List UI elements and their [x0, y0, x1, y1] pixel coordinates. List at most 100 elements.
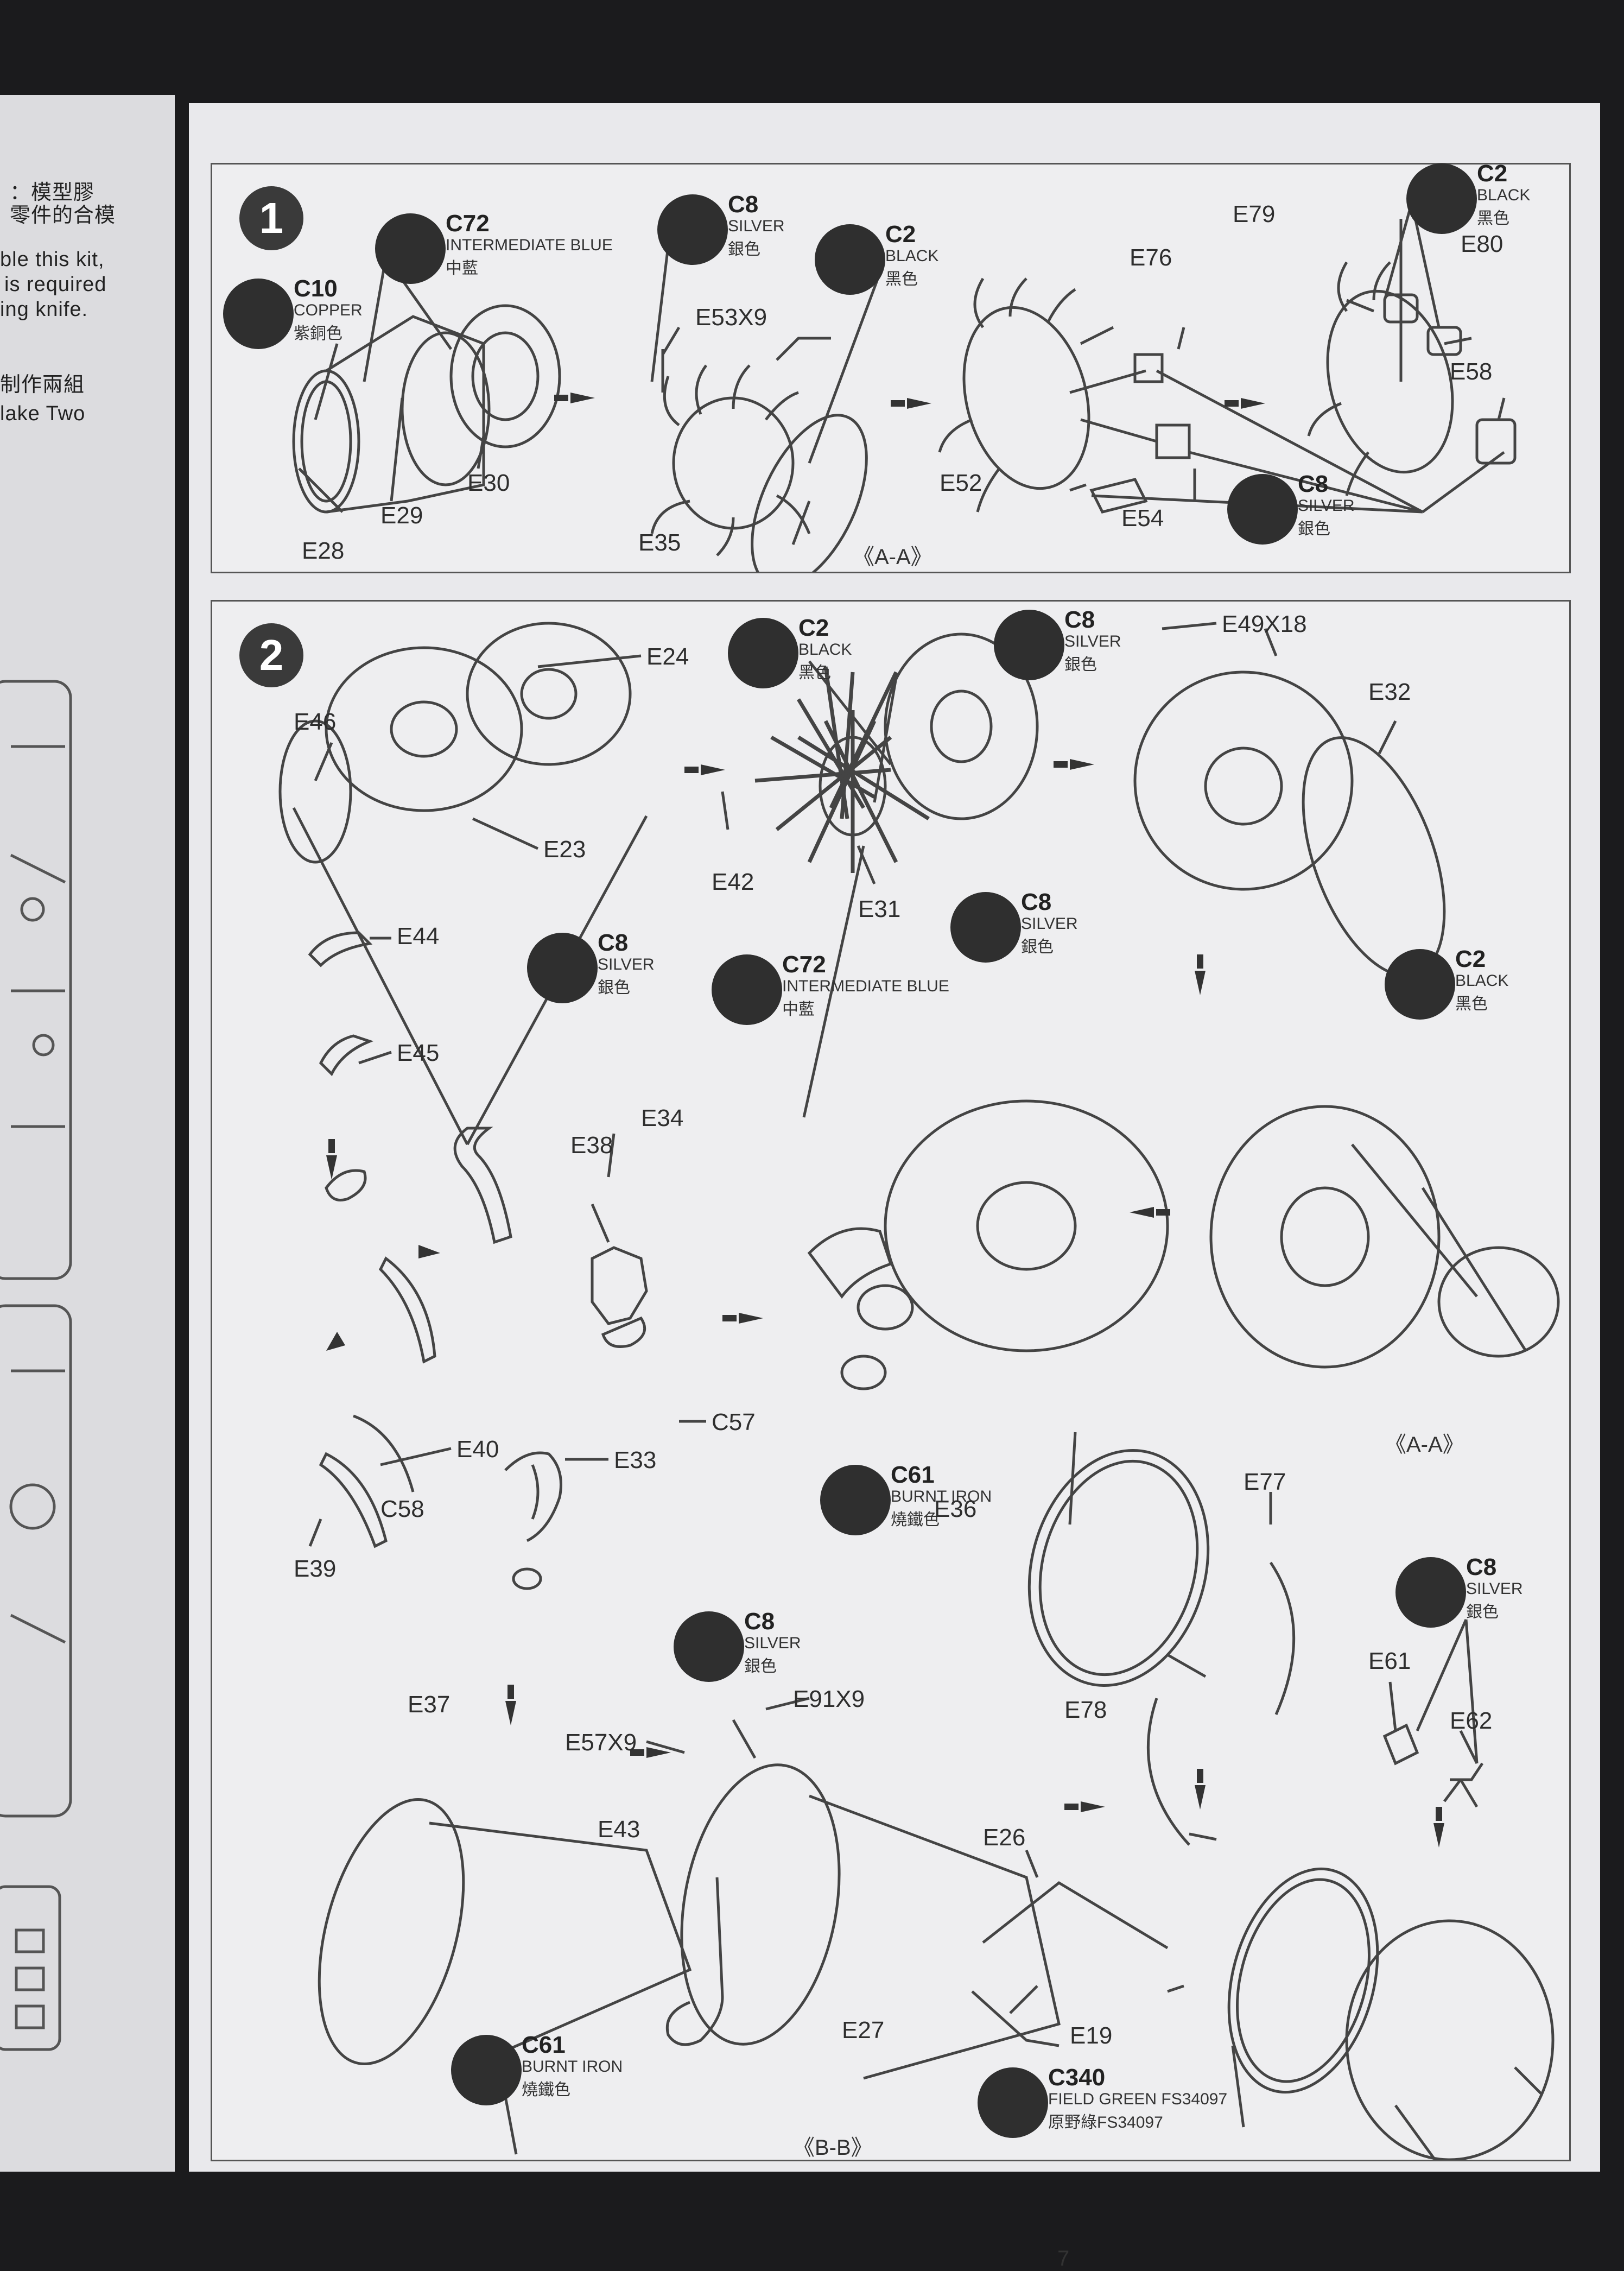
paint-name-zh: 黑色 — [1455, 995, 1488, 1013]
paint-code: C8 — [1064, 606, 1095, 633]
part-label: E34 — [641, 1105, 684, 1131]
paint-code: C61 — [522, 2032, 566, 2058]
step-2-drawing — [278, 622, 1560, 2160]
part-label: E19 — [1070, 2022, 1113, 2049]
paint-name-zh: 黑色 — [798, 664, 831, 682]
left-text-line: is required — [4, 273, 107, 296]
part-label: E39 — [294, 1555, 337, 1582]
step-2-panel: 2 — [211, 600, 1571, 2161]
paint-name: BLACK — [1477, 186, 1531, 204]
section-label: 《A-A》 — [1385, 1433, 1464, 1457]
step-1-panel: 1 — [211, 160, 1571, 573]
paint-name: BLACK — [1455, 972, 1509, 990]
paint-name: BURNT IRON — [891, 1488, 992, 1505]
paint-code: C2 — [1455, 946, 1486, 972]
part-label: E29 — [380, 502, 423, 529]
part-label: E43 — [598, 1816, 640, 1843]
paint-brush-icon — [674, 1611, 744, 1682]
paint-name: SILVER — [1298, 497, 1355, 515]
paint-brush-icon — [527, 933, 598, 1003]
left-text-line: 制作兩組 — [0, 374, 85, 396]
paint-code: C72 — [446, 210, 490, 237]
part-label: E57X9 — [565, 1729, 637, 1756]
part-label: C57 — [712, 1409, 756, 1435]
paint-name-zh: 燒鐵色 — [522, 2081, 570, 2099]
paint-name-zh: 中藍 — [782, 1001, 815, 1019]
paint-name-zh: 銀色 — [1021, 938, 1054, 956]
part-label: E62 — [1450, 1707, 1493, 1734]
instruction-page: 1 — [189, 103, 1600, 2270]
paint-code: C8 — [1466, 1554, 1497, 1580]
paint-brush-icon — [728, 618, 798, 688]
paint-code: C2 — [885, 221, 916, 248]
paint-code: C2 — [1477, 160, 1508, 187]
part-label: E42 — [712, 869, 754, 895]
part-label: E35 — [638, 529, 681, 556]
part-label: E91X9 — [793, 1686, 865, 1712]
paint-brush-icon — [1385, 949, 1455, 1020]
paint-brush-icon — [950, 892, 1021, 963]
part-label: E45 — [397, 1040, 440, 1066]
part-label: E78 — [1064, 1697, 1107, 1723]
paint-name-zh: 銀色 — [1064, 656, 1097, 674]
paint-name-zh: 原野綠FS34097 — [1048, 2114, 1163, 2131]
paint-brush-icon — [712, 954, 782, 1025]
paint-code: C10 — [294, 275, 338, 302]
paint-name-zh: 中藍 — [446, 260, 478, 277]
paint-brush-icon — [1395, 1557, 1466, 1628]
paint-name: SILVER — [744, 1634, 801, 1652]
left-page: ：模型膠 零件的合模 ble this kit, is required ing… — [0, 95, 175, 2172]
paint-name-zh: 銀色 — [1466, 1603, 1499, 1621]
paint-name: FIELD GREEN FS34097 — [1048, 2090, 1228, 2108]
part-label: E49X18 — [1222, 611, 1307, 637]
paint-brush-icon — [1406, 163, 1477, 234]
paint-brush-icon — [1227, 474, 1298, 545]
part-label: E32 — [1368, 679, 1411, 705]
paint-name-zh: 銀色 — [744, 1658, 777, 1675]
paint-code: C8 — [1021, 889, 1052, 915]
part-label: E46 — [294, 708, 337, 735]
paint-name: SILVER — [1466, 1580, 1523, 1598]
paint-code: C72 — [782, 951, 826, 978]
part-label: E76 — [1130, 244, 1172, 271]
paint-name-zh: 燒鐵色 — [891, 1511, 940, 1529]
paint-code: C8 — [1298, 471, 1329, 497]
paint-name: SILVER — [728, 217, 785, 235]
left-text-line: ing knife. — [0, 298, 88, 321]
sprue-drawing — [0, 680, 72, 2051]
paint-code: C8 — [728, 191, 759, 218]
paint-code: C8 — [598, 929, 629, 956]
paint-name-zh: 銀色 — [728, 241, 760, 258]
paint-brush-icon — [815, 224, 885, 295]
part-label: E38 — [570, 1132, 613, 1159]
left-text-line: 零件的合模 — [10, 204, 116, 227]
part-label: E31 — [858, 896, 901, 922]
part-label: E36 — [934, 1496, 977, 1522]
paint-name-zh: 銀色 — [1298, 520, 1330, 538]
paint-name: SILVER — [598, 956, 655, 973]
part-label: E44 — [397, 923, 440, 950]
page-number: 7 — [1057, 2247, 1070, 2270]
part-label: E54 — [1121, 505, 1164, 532]
paint-name-zh: 銀色 — [598, 979, 630, 997]
left-text-line: ：模型膠 — [10, 181, 95, 204]
paint-brush-icon — [657, 194, 728, 265]
step-number: 2 — [239, 623, 303, 687]
paint-name: INTERMEDIATE BLUE — [446, 236, 613, 254]
part-label: E30 — [467, 470, 510, 496]
paint-brush-icon — [451, 2035, 522, 2105]
paint-name: BURNT IRON — [522, 2058, 623, 2076]
part-label: E37 — [408, 1691, 451, 1718]
part-label: E33 — [614, 1447, 657, 1473]
paint-brush-icon — [375, 213, 446, 284]
paint-brush-icon — [978, 2067, 1048, 2138]
part-label: E26 — [983, 1824, 1026, 1851]
part-label: E27 — [842, 2017, 885, 2044]
paint-name: BLACK — [798, 641, 852, 659]
paint-name: INTERMEDIATE BLUE — [782, 977, 949, 995]
part-label: E58 — [1450, 358, 1493, 385]
paint-code: C2 — [798, 615, 829, 641]
part-label: E61 — [1368, 1648, 1411, 1674]
part-label: E23 — [543, 836, 586, 863]
paint-name: BLACK — [885, 247, 939, 265]
